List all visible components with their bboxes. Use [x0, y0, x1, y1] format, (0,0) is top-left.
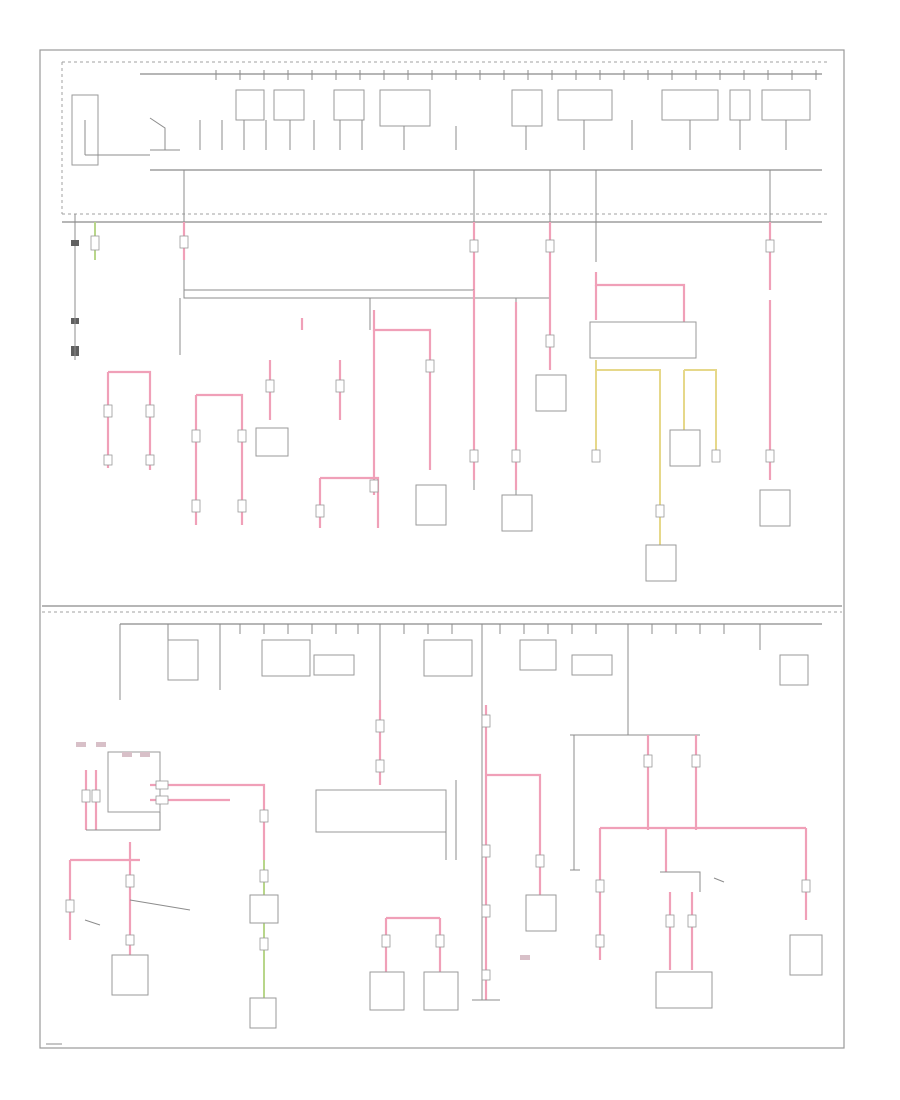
lower-fuse-block [65, 623, 823, 1029]
upper-fuse-block [61, 61, 830, 582]
relay-contacts [84, 117, 787, 156]
relay-row [71, 89, 811, 166]
upper-fuses [103, 334, 775, 518]
left-feed [71, 214, 100, 360]
lower-right-center-cluster [472, 705, 557, 1001]
diagram-frame [39, 49, 845, 1049]
lower-right-cluster [570, 720, 823, 1009]
upper-yellow-branches [595, 360, 717, 545]
lower-relay-row [167, 639, 809, 686]
lower-center-cluster [249, 700, 459, 1029]
lower-connectors [76, 742, 530, 960]
bus-taps [215, 70, 817, 80]
upper-pink-branches [106, 272, 772, 528]
upper-components [255, 321, 791, 582]
lower-left-cluster [65, 751, 266, 996]
lower-bus-taps [239, 624, 725, 634]
